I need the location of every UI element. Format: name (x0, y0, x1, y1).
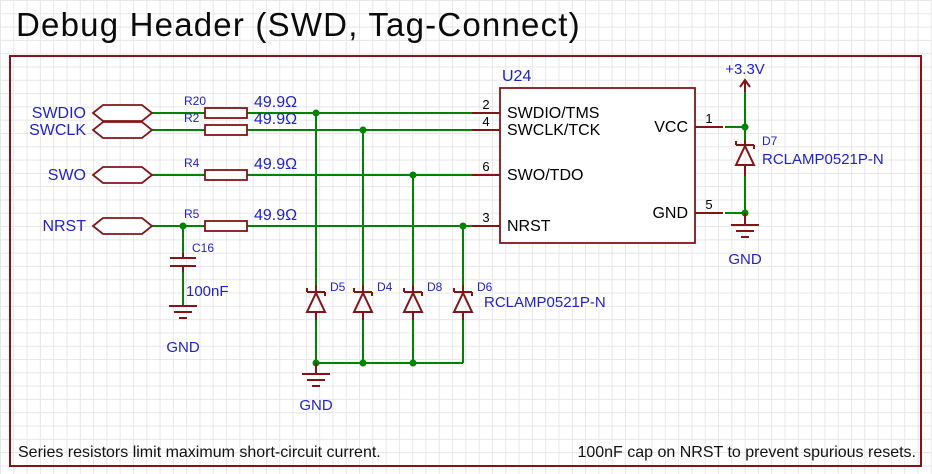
resistor-body (204, 107, 248, 119)
note-nrst-cap: 100nF cap on NRST to prevent spurious re… (577, 444, 916, 461)
resistor-r20: R20 49.9Ω (184, 94, 297, 119)
resistor-body (204, 169, 248, 181)
pin-name: NRST (507, 218, 551, 235)
diode-d4: D4 (352, 280, 393, 320)
pin-name: GND (652, 205, 688, 222)
junction-dot (409, 359, 417, 367)
power-rail-label: +3.3V (725, 61, 765, 78)
diode-triangle (452, 290, 474, 313)
resistor-r4: R4 49.9Ω (184, 156, 297, 181)
pin-name: SWCLK/TCK (507, 122, 601, 139)
resistor-value: 49.9Ω (254, 207, 297, 224)
gnd-icon (302, 363, 330, 387)
resistor-ref: R5 (184, 207, 200, 221)
hier-label-swdio: SWDIO (32, 104, 154, 122)
resistor-body (204, 124, 248, 136)
resistor-value: 49.9Ω (254, 111, 297, 128)
power-arrow-icon (739, 78, 751, 92)
wires (152, 92, 746, 364)
diode-value: RCLAMP0521P-N (762, 151, 884, 168)
wire-vcc-gnd (725, 92, 746, 214)
page-title: Debug Header (SWD, Tag-Connect) (16, 6, 581, 43)
ic-ref: U24 (502, 68, 531, 85)
capacitor-ref: C16 (192, 241, 214, 255)
gnd-symbol-cap: GND (166, 305, 200, 356)
gnd-icon (731, 213, 759, 238)
resistor-value: 49.9Ω (254, 156, 297, 173)
hier-label-shape (91, 104, 154, 122)
capacitor-plates (170, 253, 196, 272)
ic-body (499, 87, 696, 244)
power-3v3-symbol: +3.3V (725, 61, 765, 92)
diode-ref: D4 (377, 280, 393, 294)
diode-d7: D7 RCLAMP0521P-N (734, 134, 884, 176)
junction-dot (459, 222, 467, 230)
diode-ref: D5 (330, 280, 346, 294)
hier-label-text: SWCLK (29, 122, 86, 139)
diode-d8: D8 (402, 280, 443, 320)
junction-dot (409, 171, 417, 179)
capacitor-c16: C16 100nF (170, 241, 229, 300)
resistor-value: 49.9Ω (254, 94, 297, 111)
diode-triangle (402, 290, 424, 313)
junction-dot (359, 126, 367, 134)
sheet-border (9, 55, 922, 467)
diode-triangle (734, 143, 756, 166)
hier-label-text: SWDIO (32, 105, 86, 122)
pin-name: VCC (654, 119, 688, 136)
hier-label-shape (91, 166, 154, 184)
pin-number: 5 (705, 197, 712, 212)
diode-d6: D6 (452, 280, 493, 320)
diode-ref: D8 (427, 280, 443, 294)
resistor-body (204, 220, 248, 232)
clamp-diodes-value: RCLAMP0521P-N (484, 294, 606, 311)
pin-name: SWDIO/TMS (507, 105, 599, 122)
capacitor-value: 100nF (186, 283, 229, 300)
hier-label-nrst: NRST (42, 217, 154, 235)
diode-ref: D6 (477, 280, 493, 294)
gnd-label: GND (166, 339, 200, 356)
wire-clamp-rail (315, 320, 464, 364)
resistor-r5: R5 49.9Ω (184, 207, 297, 232)
resistor-ref: R2 (184, 111, 200, 125)
hier-label-text: NRST (42, 218, 86, 235)
pin-name: SWO/TDO (507, 167, 583, 184)
pin-number: 1 (705, 111, 712, 126)
junction-dot (179, 222, 187, 230)
hier-label-shape (91, 217, 154, 235)
note-series-resistors: Series resistors limit maximum short-cir… (18, 444, 381, 461)
ic-pin-stubs-left (472, 112, 500, 227)
ic-pin-stubs-right (695, 126, 723, 214)
pin-number: 2 (482, 97, 489, 112)
wire-clamp-drops (315, 113, 464, 285)
hier-label-text: SWO (48, 167, 86, 184)
diode-triangle (352, 290, 374, 313)
hier-label-swo: SWO (48, 166, 154, 184)
junction-dots (179, 109, 749, 367)
ic-u24: U24 2 4 6 3 1 5 SWDIO/TMS SWCLK/TCK SWO/… (472, 68, 723, 244)
pin-number: 3 (482, 210, 489, 225)
diode-triangle (305, 290, 327, 313)
hier-label-swclk: SWCLK (29, 121, 154, 139)
junction-dot (359, 359, 367, 367)
gnd-label: GND (728, 251, 762, 268)
gnd-symbol-right: GND (728, 213, 762, 268)
gnd-symbol-rail: GND (299, 363, 333, 414)
junction-dot (312, 109, 320, 117)
resistor-ref: R20 (184, 94, 206, 108)
pin-number: 6 (482, 159, 489, 174)
gnd-icon (169, 305, 197, 319)
pin-number: 4 (482, 114, 489, 129)
junction-dot (741, 123, 749, 131)
resistor-ref: R4 (184, 156, 200, 170)
diode-d5: D5 (305, 280, 346, 320)
hier-label-shape (91, 121, 154, 139)
gnd-label: GND (299, 397, 333, 414)
resistor-r2: R2 49.9Ω (184, 111, 297, 136)
diode-ref: D7 (762, 134, 778, 148)
